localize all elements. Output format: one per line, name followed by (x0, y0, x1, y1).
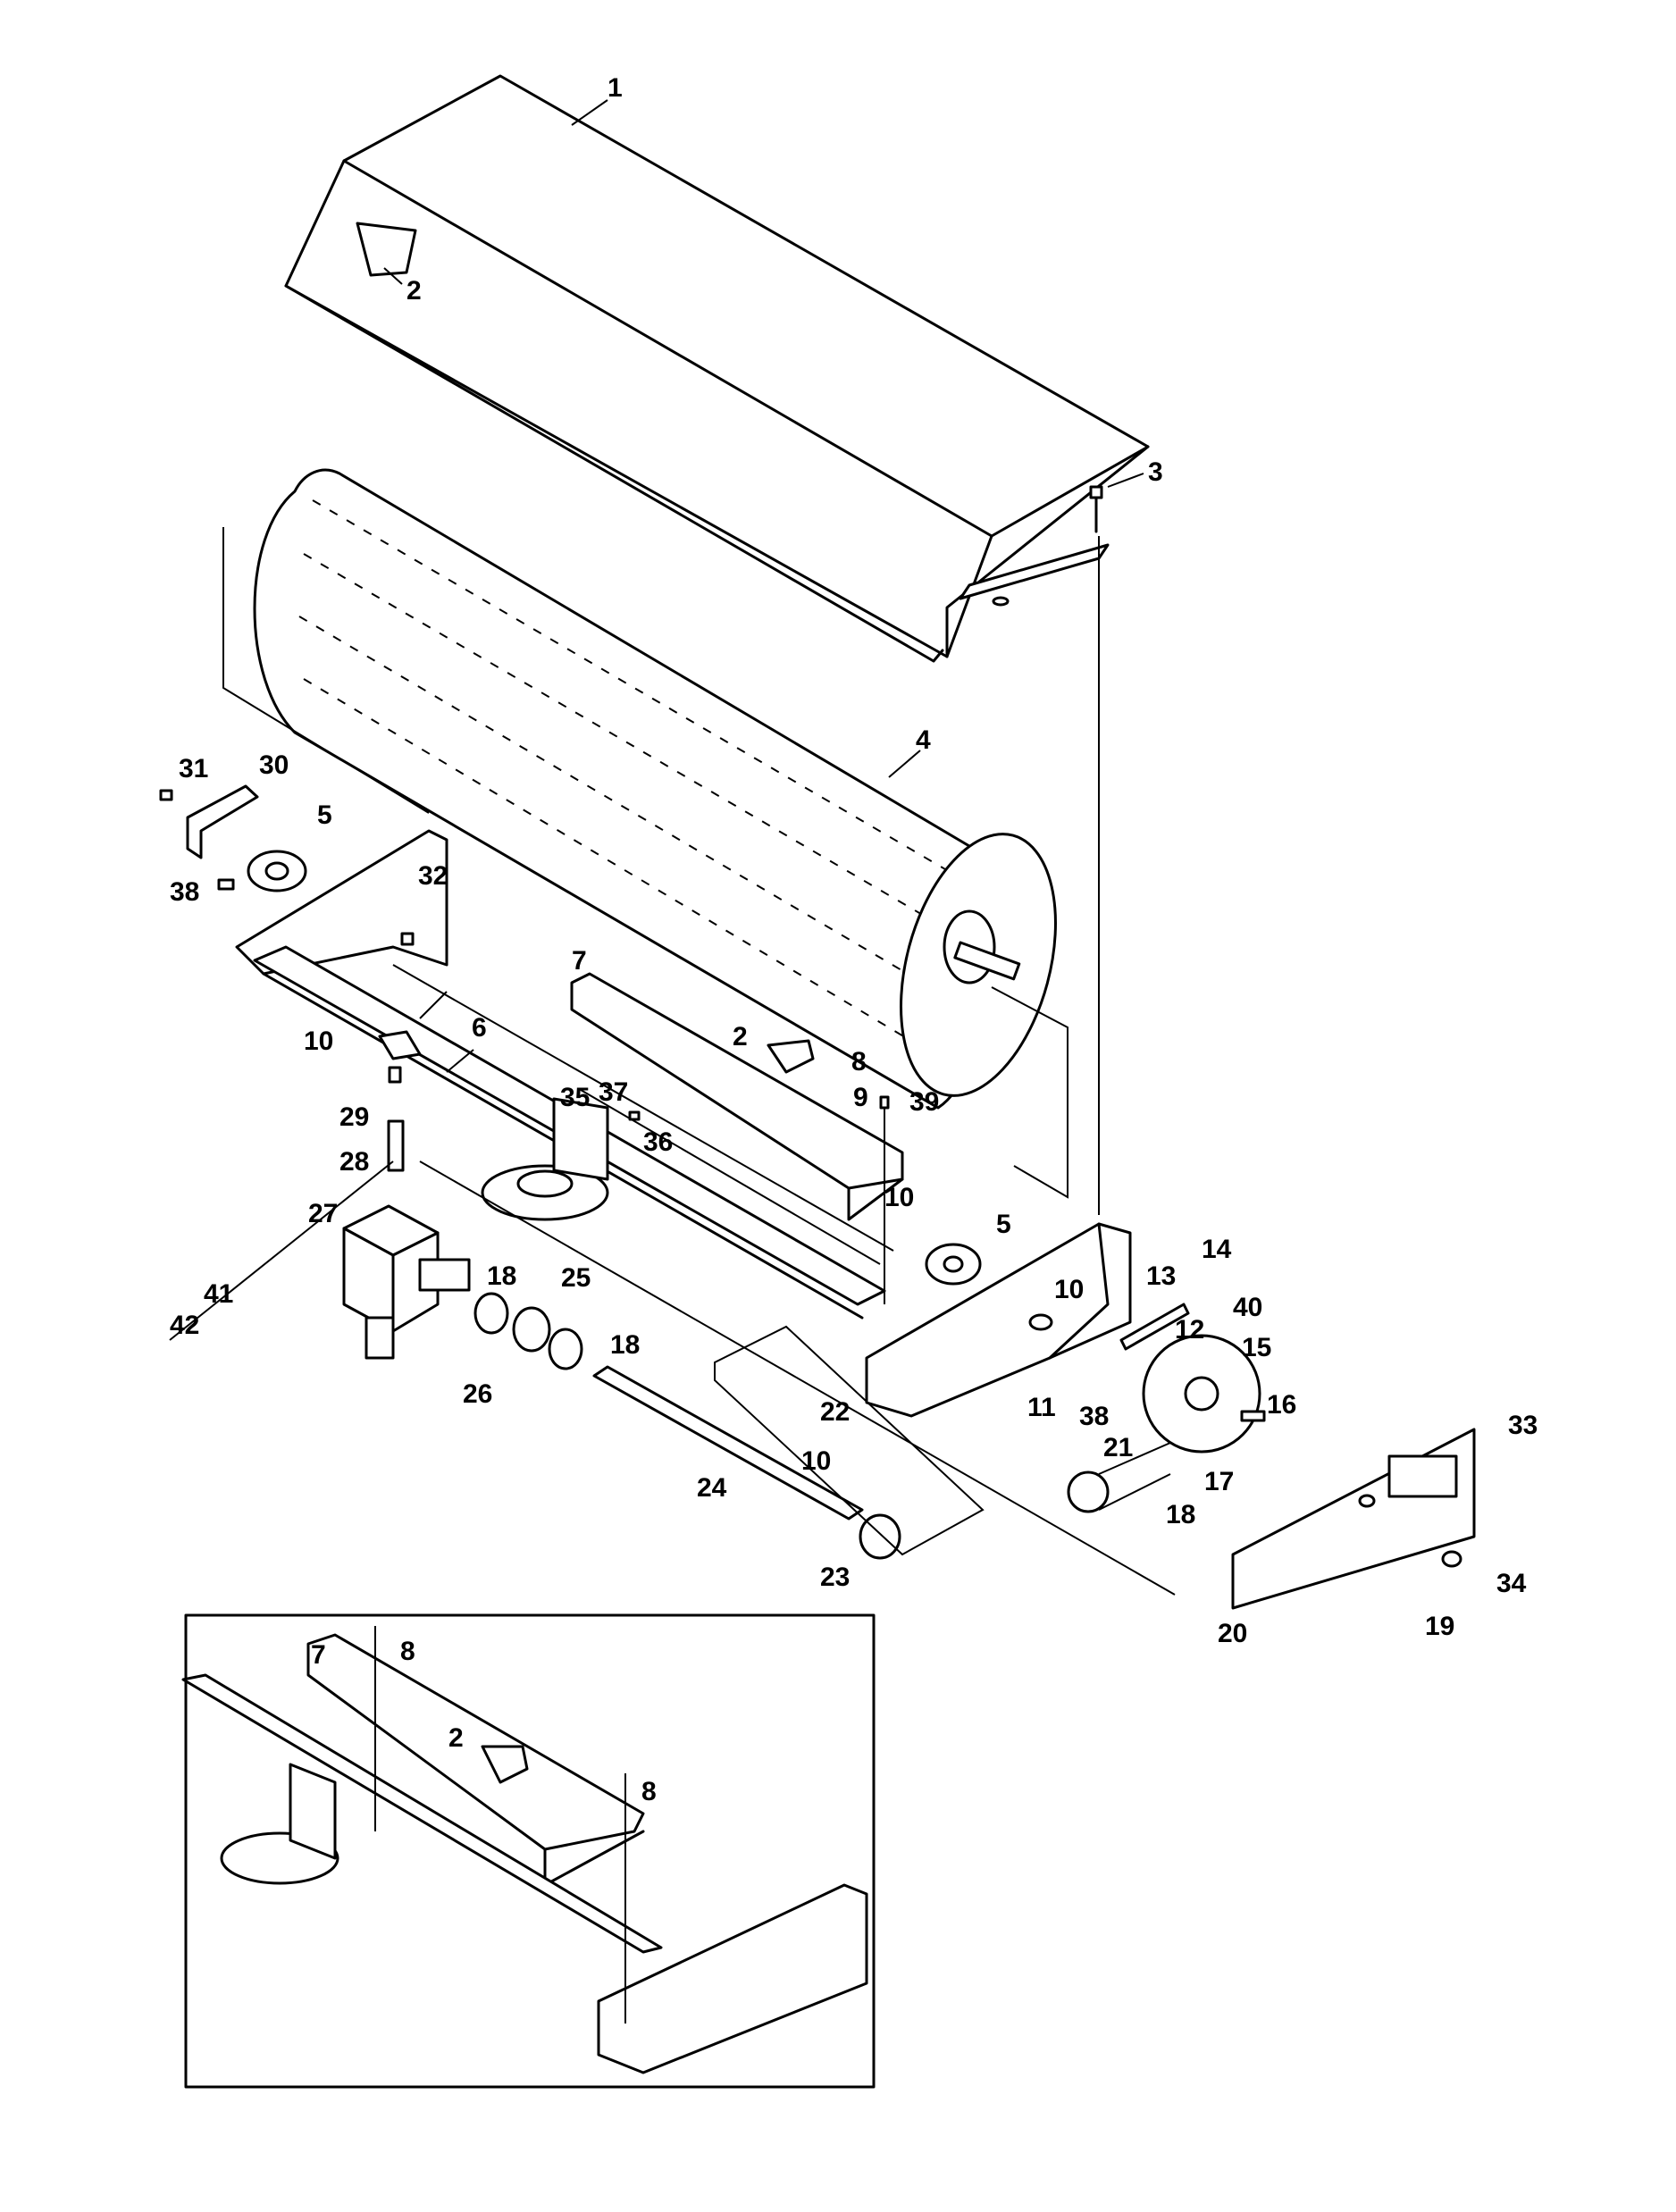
callout-20: 20 (1218, 1619, 1247, 1648)
coupling-and-shaft (473, 1292, 985, 1560)
callout-30: 30 (259, 750, 289, 780)
callout-21: 21 (1103, 1433, 1133, 1462)
callout-38b: 38 (1079, 1402, 1109, 1431)
callout-16: 16 (1267, 1390, 1296, 1420)
right-side-frame (865, 1222, 1132, 1418)
leader-lines (383, 99, 1144, 1073)
callout-15: 15 (1242, 1333, 1271, 1362)
callout-8a: 8 (851, 1047, 867, 1077)
assembly-lines (169, 1160, 1176, 1596)
drive-sprocket-assembly (1067, 1303, 1266, 1513)
callout-42: 42 (170, 1311, 199, 1340)
hood-cover (284, 74, 1150, 663)
callout-39: 39 (909, 1087, 939, 1117)
callout-8b: 8 (400, 1637, 415, 1666)
callout-labels: 1 2 3 4 31 30 5 38 32 7 10 6 2 8 9 39 29… (170, 73, 1538, 1806)
callout-10d: 10 (801, 1446, 831, 1476)
callout-5b: 5 (996, 1210, 1011, 1239)
hood-bolt (1089, 485, 1103, 1215)
callout-10a: 10 (304, 1026, 333, 1056)
brush-cylinder (222, 468, 1068, 1199)
callout-8c: 8 (641, 1777, 657, 1806)
callout-9: 9 (853, 1083, 868, 1112)
callout-27: 27 (308, 1199, 338, 1228)
callout-19: 19 (1425, 1612, 1454, 1641)
callout-18b: 18 (610, 1330, 640, 1360)
callout-12: 12 (1175, 1315, 1204, 1345)
callout-34: 34 (1496, 1569, 1527, 1598)
callout-36: 36 (643, 1127, 673, 1157)
callout-13: 13 (1146, 1261, 1176, 1291)
callout-2b: 2 (733, 1022, 748, 1052)
callout-26: 26 (463, 1379, 492, 1409)
inset-detail (181, 1613, 876, 2089)
callout-41: 41 (204, 1279, 233, 1309)
gearbox-mount (481, 1097, 641, 1221)
callout-38a: 38 (170, 877, 199, 907)
callout-33: 33 (1508, 1411, 1538, 1440)
callout-23: 23 (820, 1563, 850, 1592)
callout-11: 11 (1027, 1393, 1056, 1422)
callout-14: 14 (1202, 1235, 1232, 1264)
callout-5a: 5 (317, 800, 332, 830)
callout-28: 28 (339, 1147, 369, 1177)
callout-2c: 2 (448, 1723, 464, 1753)
callout-3: 3 (1148, 457, 1163, 487)
callout-32: 32 (418, 861, 448, 891)
callout-24: 24 (697, 1473, 727, 1503)
callout-6: 6 (472, 1013, 487, 1043)
left-bearing-assembly (159, 784, 307, 892)
callout-1: 1 (608, 73, 623, 103)
callout-37: 37 (599, 1077, 628, 1107)
callout-17: 17 (1204, 1467, 1234, 1496)
callout-29: 29 (339, 1102, 369, 1132)
callout-18a: 18 (487, 1261, 516, 1291)
callout-31: 31 (179, 754, 208, 783)
brush-guard (570, 972, 904, 1304)
callout-25: 25 (561, 1263, 591, 1293)
callout-18c: 18 (1166, 1500, 1195, 1529)
callout-2a: 2 (406, 276, 422, 306)
callout-35: 35 (560, 1083, 590, 1112)
callout-4: 4 (916, 725, 931, 755)
callout-10c: 10 (1054, 1275, 1084, 1304)
callout-22: 22 (820, 1397, 850, 1427)
callout-10b: 10 (884, 1183, 914, 1212)
callout-7a: 7 (572, 946, 587, 976)
side-cover-panel (1231, 1428, 1476, 1610)
gearbox (342, 1066, 471, 1360)
callout-7b: 7 (311, 1640, 326, 1670)
callout-40: 40 (1233, 1293, 1262, 1322)
